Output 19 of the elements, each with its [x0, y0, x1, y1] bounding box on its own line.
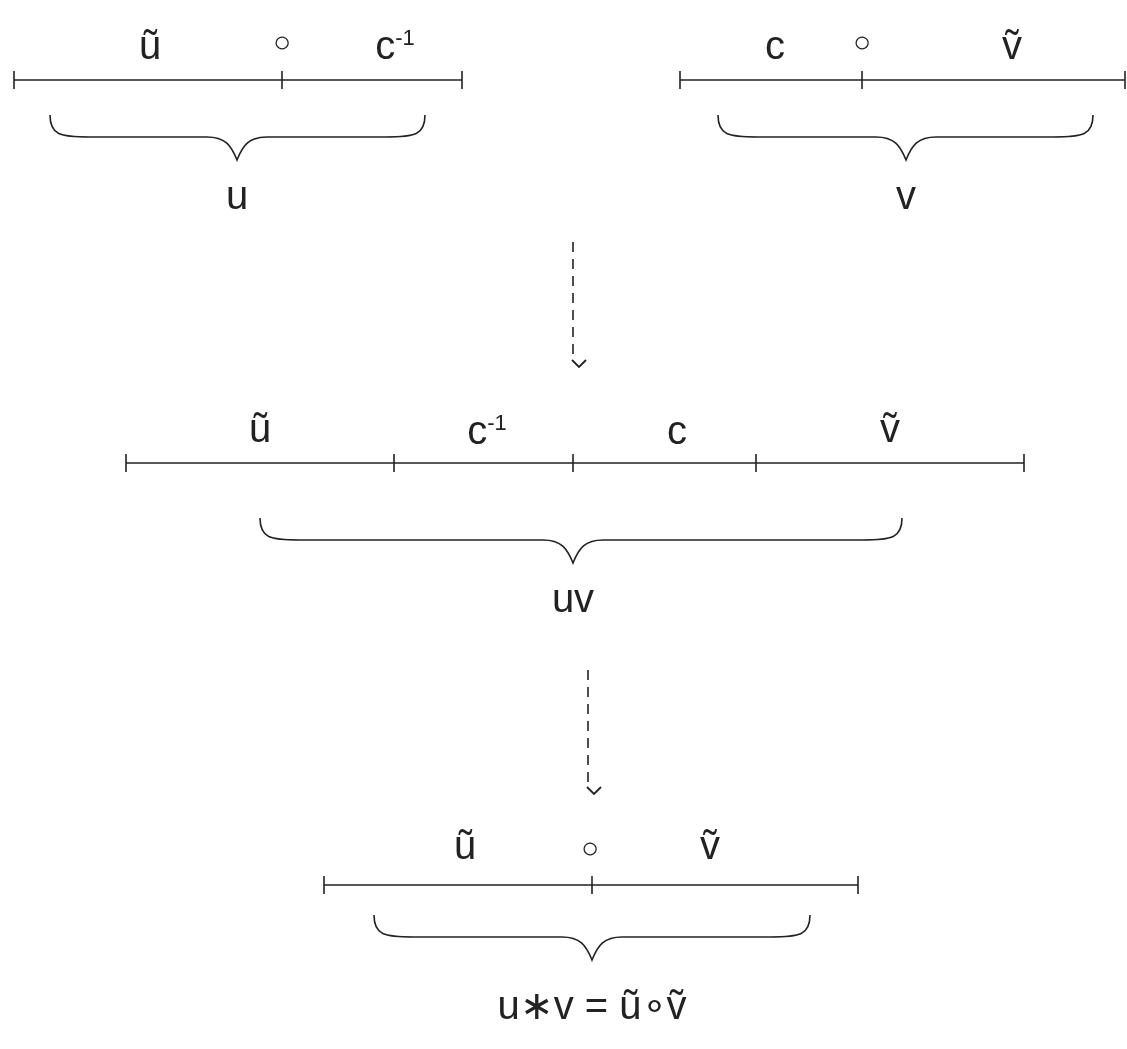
segment-label: ṽ: [700, 825, 720, 865]
segment-label: c: [765, 25, 785, 65]
segment-name: uv: [551, 578, 595, 618]
segment-label: ũ: [453, 825, 477, 865]
segment-label: ũ: [248, 408, 272, 448]
segment-label: ṽ: [880, 408, 900, 448]
segment-label: ○: [272, 27, 292, 57]
segment-name: v: [896, 175, 916, 215]
segment-label: c$^{-1}$: [375, 25, 415, 65]
segment-name: u: [225, 175, 249, 215]
segment-label: c: [667, 410, 687, 450]
segment-label: c$^{-1}$: [467, 410, 507, 450]
segment-name: u∗v = ũ∘ṽ: [497, 985, 687, 1025]
segment-label: ○: [852, 27, 872, 57]
segment-label: ũ: [138, 25, 162, 65]
segment-label: ○: [580, 833, 600, 863]
segment-label: ṽ: [1002, 25, 1022, 65]
dashed-arrow: [586, 669, 602, 795]
dashed-arrow: [571, 241, 587, 368]
